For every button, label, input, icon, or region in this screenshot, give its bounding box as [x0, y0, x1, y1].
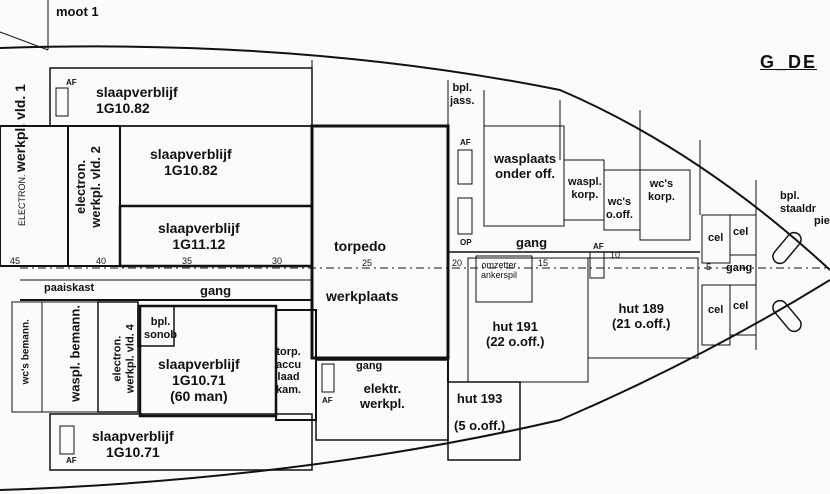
label-gang-left: gang [200, 283, 232, 298]
stair-af-right [589, 251, 605, 279]
room-wcs-korp [639, 169, 691, 241]
label-cel-2: cel [733, 226, 749, 238]
label-af-3: AF [593, 242, 604, 251]
room-hut-189 [587, 257, 699, 359]
label-af-1: AF [66, 78, 77, 87]
label-af-5: AF [66, 456, 77, 465]
label-paaiskast: paaiskast [44, 282, 95, 294]
label-gang-right: gang [726, 262, 753, 274]
label-bpl-jass: bpl.jass. [450, 82, 475, 107]
label-wcs-bemann: wc's bemann. [20, 319, 32, 385]
label-waspl-bemann: waspl. bemann. [67, 305, 83, 402]
label-moot: moot 1 [56, 4, 99, 19]
frame-40: 40 [96, 256, 107, 266]
label-cel-3: cel [708, 304, 724, 316]
stair-af-top-left [55, 87, 69, 117]
label-werkplaats: werkplaats [326, 288, 399, 304]
frame-30: 30 [272, 256, 283, 266]
label-deck-title: G_DE [760, 52, 818, 72]
label-cel-4: cel [733, 300, 749, 312]
label-op: OP [460, 238, 472, 247]
label-gang-lower: gang [356, 360, 383, 372]
stair-af-mid [457, 149, 473, 185]
stair-af-lower [321, 363, 335, 393]
label-cel-1: cel [708, 232, 724, 244]
label-hut-189: hut 189(21 o.off.) [612, 301, 671, 331]
frame-45: 45 [10, 256, 21, 266]
label-gang-mid: gang [516, 235, 548, 250]
label-elektr-werkpl: elektr.werkpl. [360, 381, 405, 411]
label-hut-191: hut 191(22 o.off.) [486, 319, 545, 349]
room-slaapverblijf-top [49, 67, 313, 127]
frame-15: 15 [538, 258, 549, 268]
frame-20: 20 [452, 258, 463, 268]
room-slaapverblijf-bottom [49, 413, 313, 471]
frame-35: 35 [182, 256, 193, 266]
bow-capsule-1 [772, 231, 802, 265]
room-electron-werkpl-4 [97, 301, 139, 413]
hull-outline-top [0, 45, 830, 271]
room-electron-werkpl-1 [0, 125, 69, 267]
frame-25: 25 [362, 258, 373, 268]
frame-10: 10 [610, 250, 621, 260]
label-af-4: AF [322, 396, 333, 405]
omzetter-ankerspil-box [475, 255, 533, 303]
label-torpedo: torpedo [334, 238, 387, 254]
label-electron-werkpl-2: electron.werkpl. vld. 2 [73, 146, 103, 228]
label-hut-193: hut 193(5 o.off.) [454, 391, 506, 433]
hull-outline-bottom [0, 279, 830, 491]
stair-op [457, 197, 473, 235]
bow-capsule-2 [772, 299, 802, 333]
frame-5: 5 [706, 262, 712, 272]
label-electron-werkpl-4: electron.werkpl. vld. 4 [111, 324, 136, 394]
label-bpl-sonob: bpl.sonob [144, 316, 177, 341]
stair-af-bottom-left [59, 425, 75, 455]
label-waspl-korp: waspl.korp. [568, 176, 602, 201]
label-electron-werkpl-1: ELECTRON. werkpl. vld. 1 [11, 84, 28, 227]
label-af-2: AF [460, 138, 471, 147]
